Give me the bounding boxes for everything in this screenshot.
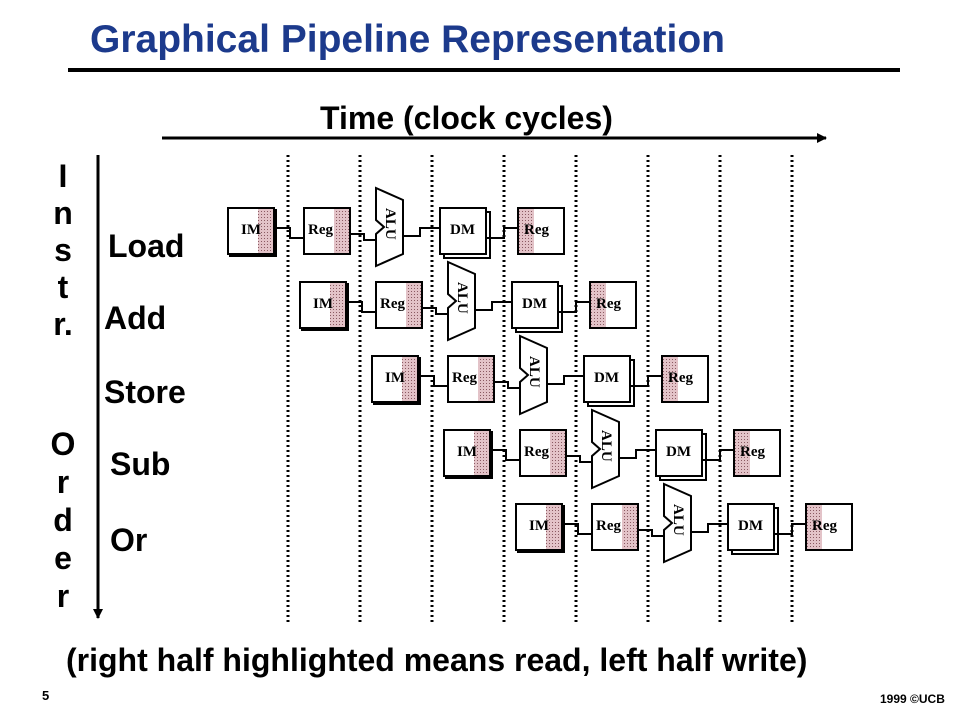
reg-read-label: Reg	[380, 296, 405, 312]
order-letter: r.	[53, 306, 73, 342]
reg-write-label: Reg	[596, 296, 621, 312]
alu-shape	[591, 408, 620, 490]
reg-write-highlight	[807, 505, 822, 549]
reg-write-label: Reg	[668, 370, 693, 386]
connector	[638, 529, 664, 537]
alu-label: ALU	[454, 282, 470, 314]
reg-read-label: Reg	[596, 518, 621, 534]
connector	[566, 455, 592, 463]
connector	[422, 307, 448, 315]
im-read-highlight	[474, 431, 489, 475]
alu-shape	[519, 334, 548, 416]
reg-read-label: Reg	[308, 222, 333, 238]
pipeline-row: IM Reg ALU DM Reg	[443, 408, 781, 490]
connector	[774, 523, 806, 535]
im-label: IM	[313, 296, 333, 312]
pipeline-row: IM Reg ALU DM Reg	[227, 186, 565, 268]
instr-label-or: Or	[110, 522, 148, 558]
order-letter: r	[56, 578, 70, 614]
order-letter: d	[53, 502, 73, 538]
connector	[691, 523, 728, 533]
im-label: IM	[457, 444, 477, 460]
connector	[490, 449, 520, 461]
instr-label-add: Add	[104, 300, 167, 336]
dm-label: DM	[738, 518, 763, 534]
order-letter: e	[54, 540, 72, 576]
reg-read-label: Reg	[524, 444, 549, 460]
alu-shape	[375, 186, 404, 268]
dm-label: DM	[594, 370, 619, 386]
im-read-highlight	[330, 283, 345, 327]
order-letter: O	[50, 426, 76, 462]
dm-box	[439, 207, 487, 255]
page-number: 5	[42, 688, 50, 703]
dm-box	[727, 503, 775, 551]
caption: (right half highlighted means read, left…	[66, 642, 808, 678]
instr-label-load: Load	[108, 228, 185, 264]
im-read-highlight	[402, 357, 417, 401]
instr-label-sub: Sub	[110, 446, 171, 482]
alu-label: ALU	[598, 430, 614, 462]
reg-write-label: Reg	[812, 518, 837, 534]
reg-read-highlight	[478, 357, 493, 401]
pipeline-row: IM Reg ALU DM Reg	[371, 334, 709, 416]
pipeline-row: IM Reg ALU DM Reg	[299, 260, 637, 342]
page-title: Graphical Pipeline Representation	[90, 18, 726, 61]
instr-label-store: Store	[104, 374, 186, 410]
dm-box	[583, 355, 631, 403]
connector	[558, 301, 590, 313]
im-label: IM	[241, 222, 261, 238]
connector	[630, 375, 662, 387]
im-read-highlight	[546, 505, 561, 549]
copyright: 1999 ©UCB	[880, 692, 945, 706]
alu-label: ALU	[670, 504, 686, 536]
order-letter: n	[53, 195, 73, 231]
reg-write-highlight	[519, 209, 534, 253]
title-underline	[68, 68, 900, 72]
order-letter: I	[58, 158, 68, 194]
reg-read-highlight	[550, 431, 565, 475]
connector	[547, 375, 584, 385]
im-read-highlight	[258, 209, 273, 253]
alu-shape	[663, 482, 692, 564]
reg-read-highlight	[334, 209, 349, 253]
reg-write-highlight	[663, 357, 678, 401]
connector	[274, 227, 304, 239]
dm-box	[655, 429, 703, 477]
dm-label: DM	[450, 222, 475, 238]
reg-write-label: Reg	[740, 444, 765, 460]
order-letter: r	[56, 464, 70, 500]
im-label: IM	[529, 518, 549, 534]
dm-box	[511, 281, 559, 329]
dm-label: DM	[666, 444, 691, 460]
connector	[346, 301, 376, 313]
reg-write-label: Reg	[524, 222, 549, 238]
connector	[475, 301, 512, 311]
reg-write-highlight	[591, 283, 606, 327]
pipeline-row: IM Reg ALU DM Reg	[515, 482, 853, 564]
connector	[619, 449, 656, 459]
order-letter: s	[54, 232, 72, 268]
reg-write-highlight	[735, 431, 750, 475]
dm-label: DM	[522, 296, 547, 312]
reg-read-label: Reg	[452, 370, 477, 386]
connector	[403, 227, 440, 237]
order-letter: t	[57, 269, 69, 305]
connector	[702, 449, 734, 461]
alu-label: ALU	[382, 208, 398, 240]
alu-shape	[447, 260, 476, 342]
reg-read-highlight	[622, 505, 637, 549]
reg-read-highlight	[406, 283, 421, 327]
connector	[418, 375, 448, 387]
connector	[494, 381, 520, 389]
alu-label: ALU	[526, 356, 542, 388]
connector	[486, 227, 518, 239]
connector	[350, 233, 376, 241]
im-label: IM	[385, 370, 405, 386]
time-axis-label: Time (clock cycles)	[320, 100, 613, 136]
connector	[562, 523, 592, 535]
